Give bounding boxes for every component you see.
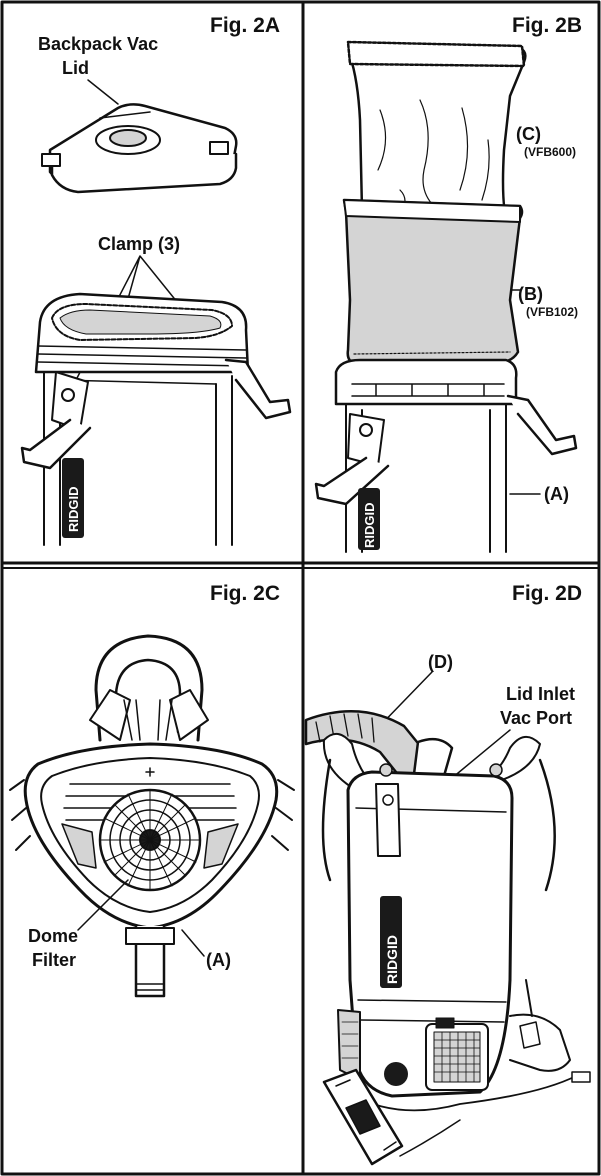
- panel-fig-2d: Fig. 2D (D) Lid Inlet Vac Port RIDGID: [304, 582, 591, 1166]
- fig-2d-title: Fig. 2D: [512, 582, 582, 605]
- backpack-vac-assembled-drawing: RIDGID: [304, 710, 591, 1166]
- vac-canister-2b-drawing: RIDGID: [314, 358, 578, 553]
- lid-inlet-leader: [451, 729, 511, 779]
- fig-2a-title: Fig. 2A: [210, 14, 280, 37]
- panel-fig-2b: Fig. 2B (C) (VFB600) (B) (VFB102): [314, 14, 582, 553]
- part-b-label: (B): [518, 284, 543, 304]
- panel-fig-2a: Fig. 2A Backpack Vac Lid Clamp (3): [20, 14, 292, 546]
- brand-logo-2b: RIDGID: [362, 503, 377, 549]
- clamp-label: Clamp (3): [98, 234, 180, 254]
- brand-plate: [62, 458, 84, 538]
- lid-inlet-label-line1: Lid Inlet: [506, 684, 575, 704]
- part-a-leader-2c: [181, 929, 205, 957]
- brand-logo-2a: RIDGID: [66, 487, 81, 533]
- lid-inlet-label-line2: Vac Port: [500, 708, 572, 728]
- fig-2b-title: Fig. 2B: [512, 14, 582, 37]
- lid-label-line2: Lid: [62, 58, 89, 78]
- part-b-number: (VFB102): [526, 305, 578, 319]
- vac-canister-drawing: RIDGID: [20, 292, 292, 546]
- part-c-label: (C): [516, 124, 541, 144]
- lid-underside-drawing: [9, 634, 295, 998]
- fig-2c-title: Fig. 2C: [210, 582, 280, 605]
- part-d-label: (D): [428, 652, 453, 672]
- brand-logo-2d: RIDGID: [384, 935, 400, 984]
- filter-bag-vfb600-drawing: [346, 40, 527, 234]
- filter-vfb102-drawing: [342, 198, 524, 368]
- panel-fig-2c: Fig. 2C: [9, 582, 295, 998]
- lid-leader-line: [87, 79, 119, 105]
- dome-filter-leader: [77, 879, 129, 931]
- lid-label-line1: Backpack Vac: [38, 34, 158, 54]
- part-a-label-2b: (A): [544, 484, 569, 504]
- backpack-vac-lid-drawing: [41, 103, 238, 194]
- brand-plate-2d: [380, 896, 402, 988]
- dome-filter-label-line2: Filter: [32, 950, 76, 970]
- part-a-label-2c: (A): [206, 950, 231, 970]
- part-c-number: (VFB600): [524, 145, 576, 159]
- brand-plate-2b: [358, 488, 380, 550]
- dome-filter-label-line1: Dome: [28, 926, 78, 946]
